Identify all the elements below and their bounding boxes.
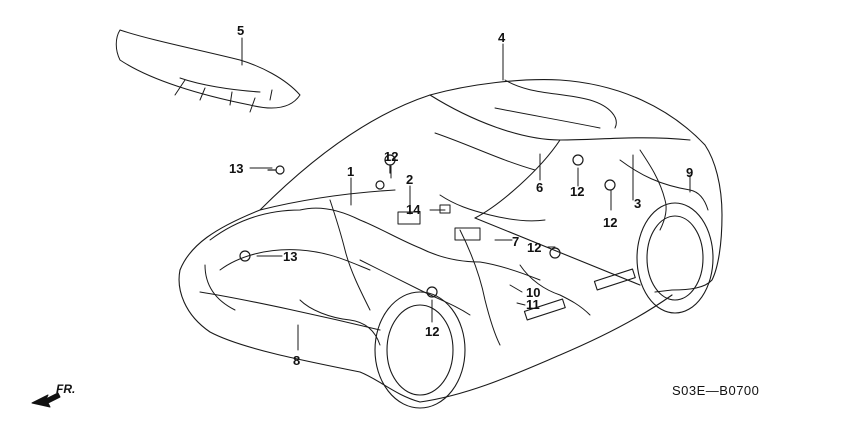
callout-12: 12 (603, 215, 618, 230)
front-direction-label: FR. (56, 382, 76, 396)
callout-7: 7 (512, 234, 520, 249)
callout-4: 4 (498, 30, 506, 45)
car-body-outline (178, 79, 723, 409)
callout-10: 10 (526, 285, 541, 300)
callout-13: 13 (229, 161, 244, 176)
callout-1: 1 (347, 164, 355, 179)
callout-3: 3 (634, 196, 642, 211)
connector-blocks (397, 204, 481, 241)
instrument-panel-harness (115, 29, 301, 113)
callout-11: 11 (526, 297, 540, 312)
callout-12: 12 (384, 149, 399, 164)
diagram-code: S03E—B0700 (672, 383, 760, 398)
roof-harness (434, 79, 617, 171)
callout-5: 5 (237, 23, 245, 38)
callout-2: 2 (406, 172, 414, 187)
callout-13: 13 (283, 249, 298, 264)
callout-9: 9 (686, 165, 694, 180)
callout-12: 12 (527, 240, 542, 255)
callout-14: 14 (406, 202, 421, 217)
bolt-symbols (239, 154, 616, 298)
callout-12: 12 (425, 324, 440, 339)
callout-8: 8 (293, 353, 301, 368)
front-direction-arrow-icon (31, 392, 61, 408)
leader-lines (241, 37, 691, 351)
floor-harness (204, 149, 709, 346)
callout-12: 12 (570, 184, 585, 199)
callout-6: 6 (536, 180, 544, 195)
